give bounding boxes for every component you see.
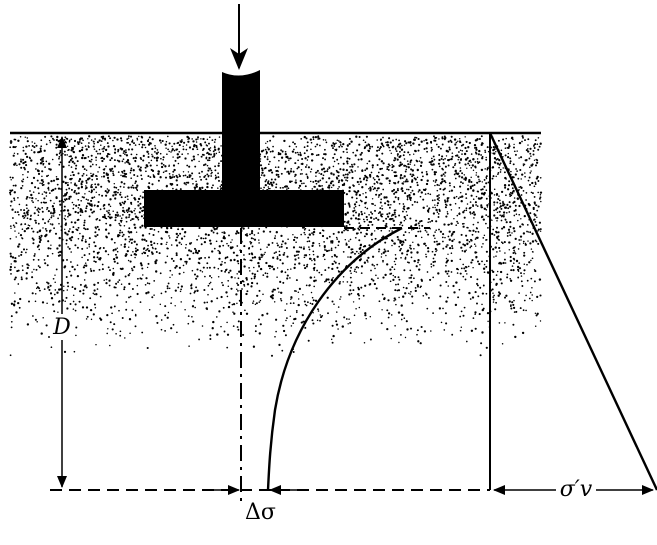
effective-stress-line — [488, 132, 657, 491]
soil-stipple — [9, 135, 543, 357]
delta-sigma-label: Δσ — [245, 500, 276, 525]
footing-base — [144, 190, 344, 227]
depth-label: D — [52, 315, 71, 340]
stress-increment-curve — [266, 226, 403, 491]
effective-stress-label: σ′v — [560, 477, 593, 502]
footing-column — [222, 70, 260, 190]
